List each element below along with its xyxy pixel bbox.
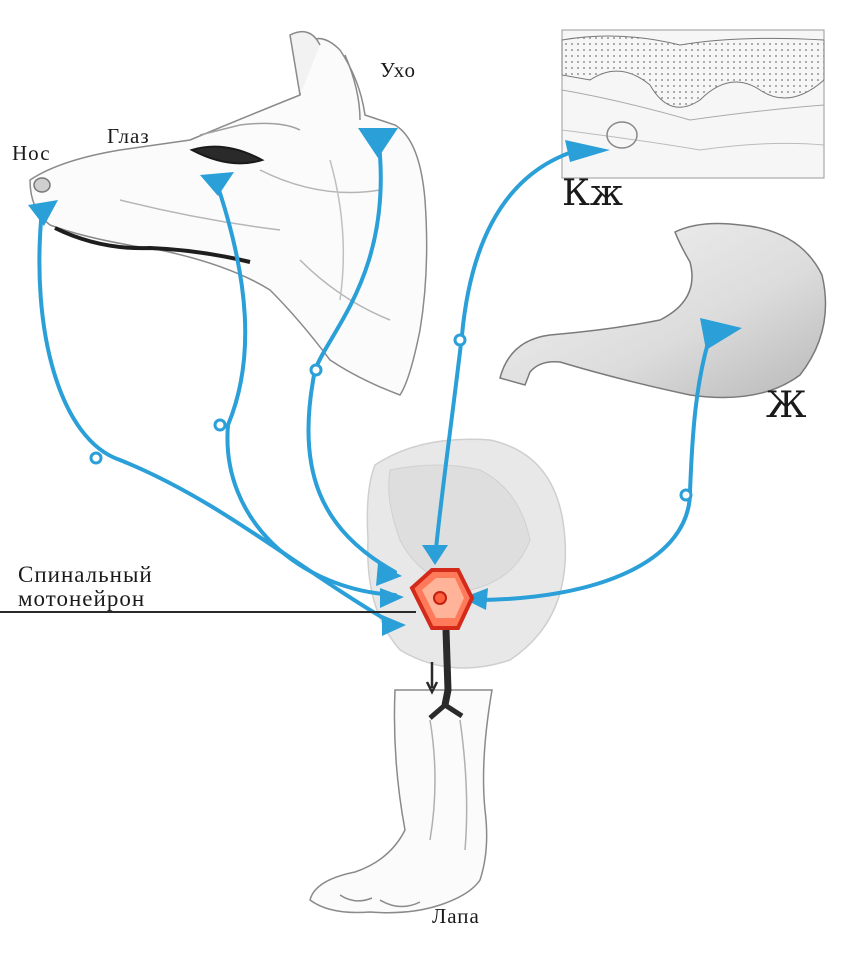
label-ear: Ухо	[380, 60, 416, 81]
label-paw: Лапа	[432, 906, 480, 927]
label-motoneuron-line1: Спинальный	[18, 563, 153, 587]
label-nose: Нос	[12, 143, 51, 164]
label-eye: Глаз	[107, 126, 150, 147]
skin-section-drawing	[562, 30, 824, 178]
stomach-drawing	[500, 224, 826, 398]
leg-paw-drawing	[310, 690, 492, 913]
dog-head-drawing	[30, 32, 427, 395]
label-stomach: Ж	[766, 388, 806, 424]
label-motoneuron-line2: мотонейрон	[18, 587, 145, 611]
label-skin: Кж	[562, 176, 623, 212]
spinal-cord-drawing	[367, 439, 565, 668]
nostril-mark	[34, 178, 50, 192]
